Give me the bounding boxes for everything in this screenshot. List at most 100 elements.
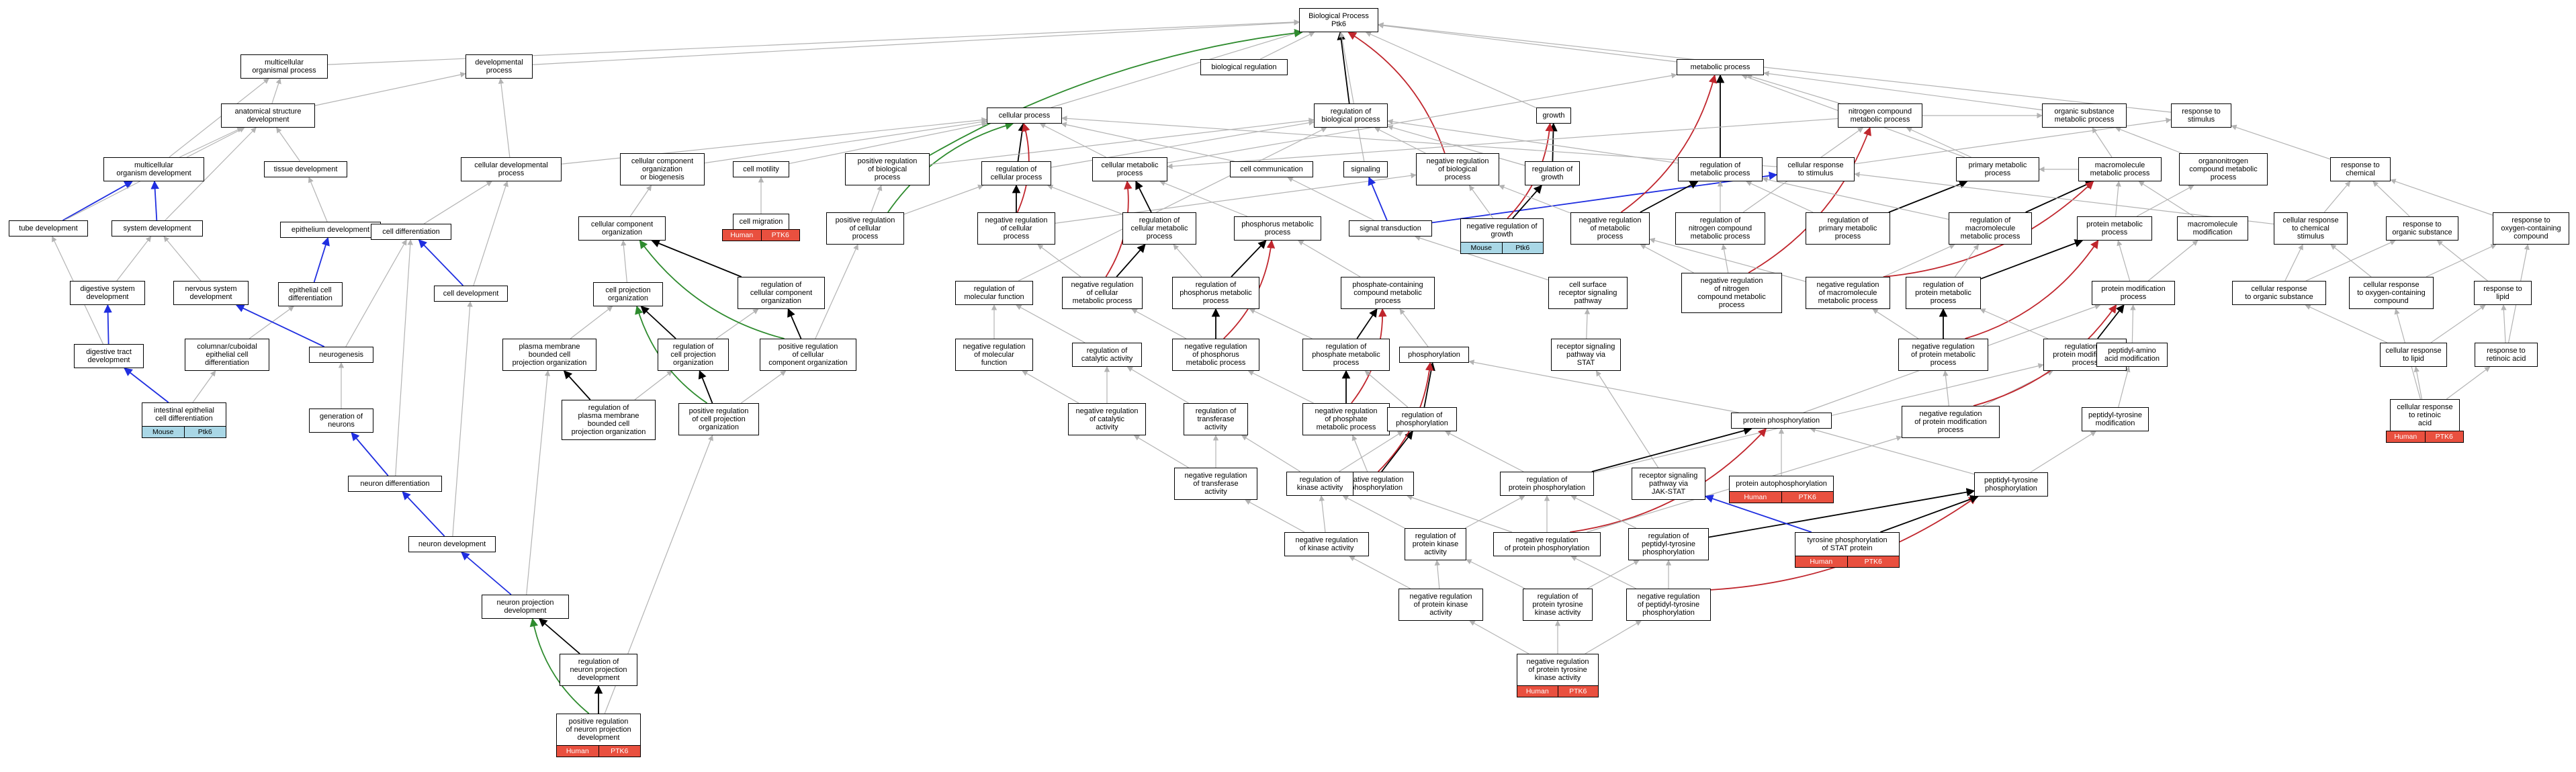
go-term-rpphos[interactable]: regulation of protein phosphorylation — [1500, 472, 1594, 496]
go-term-bioreg[interactable]: biological regulation — [1200, 59, 1288, 75]
go-term-rtc[interactable]: response to chemical — [2330, 157, 2391, 181]
go-term-rtocc[interactable]: response to oxygen-containing compound — [2493, 212, 2569, 245]
go-term-nrpmp[interactable]: negative regulation of phosphate metabol… — [1302, 403, 1390, 435]
go-term-tisd[interactable]: tissue development — [264, 161, 347, 177]
go-term-pccmp[interactable]: phosphate-containing compound metabolic … — [1341, 277, 1435, 309]
go-term-rspjak[interactable]: receptor signaling pathway via JAK-STAT — [1632, 468, 1705, 500]
go-term-genn[interactable]: generation of neurons — [309, 409, 373, 433]
go-term-rcp[interactable]: regulation of cellular process — [981, 161, 1051, 185]
go-term-nrprotmp[interactable]: negative regulation of protein metabolic… — [1898, 339, 1988, 371]
go-term-rptp[interactable]: regulation of peptidyl-tyrosine phosphor… — [1628, 528, 1709, 560]
go-term-rcpo[interactable]: regulation of cell projection organizati… — [658, 339, 729, 371]
go-term-prcp[interactable]: positive regulation of cellular process — [826, 212, 904, 245]
go-term-nrmetp[interactable]: negative regulation of metabolic process — [1570, 212, 1650, 245]
go-term-cdp[interactable]: cellular developmental process — [461, 157, 562, 181]
go-term-nrncmp[interactable]: negative regulation of nitrogen compound… — [1681, 273, 1782, 313]
go-term-ptm[interactable]: peptidyl-tyrosine modification — [2082, 407, 2149, 431]
go-term-nrptp[interactable]: negative regulation of peptidyl-tyrosine… — [1626, 589, 1711, 621]
go-term-rptka[interactable]: regulation of protein tyrosine kinase ac… — [1523, 589, 1593, 621]
go-term-prbp[interactable]: positive regulation of biological proces… — [845, 153, 930, 185]
go-term-phos[interactable]: phosphorylation — [1399, 347, 1469, 363]
go-term-rpmetp[interactable]: regulation of primary metabolic process — [1806, 212, 1890, 245]
go-term-cecd[interactable]: columnar/cuboidal epithelial cell differ… — [185, 339, 269, 371]
go-term-rmmp[interactable]: regulation of macromolecule metabolic pr… — [1949, 212, 2032, 245]
go-term-dtd[interactable]: digestive tract development — [74, 344, 144, 368]
go-term-nrptka[interactable]: negative regulation of protein tyrosine … — [1517, 654, 1599, 686]
go-term-crs[interactable]: cellular response to stimulus — [1777, 157, 1855, 181]
go-term-nrca[interactable]: negative regulation of catalytic activit… — [1068, 403, 1146, 435]
go-term-neudev[interactable]: neuron development — [408, 536, 496, 552]
go-term-neurog[interactable]: neurogenesis — [309, 347, 373, 363]
go-term-rka[interactable]: regulation of kinase activity — [1286, 472, 1353, 496]
go-term-sd[interactable]: system development — [112, 220, 203, 237]
go-term-rg[interactable]: regulation of growth — [1525, 161, 1580, 185]
go-term-npd[interactable]: neuron projection development — [482, 595, 569, 619]
go-term-mod[interactable]: multicellular organism development — [103, 157, 204, 181]
go-term-crtl[interactable]: cellular response to lipid — [2380, 343, 2447, 367]
go-term-celdif[interactable]: cell differentiation — [371, 224, 451, 240]
go-term-rbp[interactable]: regulation of biological process — [1314, 103, 1388, 128]
go-term-nrbp[interactable]: negative regulation of biological proces… — [1416, 153, 1499, 185]
go-term-mmp[interactable]: macromolecule metabolic process — [2078, 157, 2162, 181]
go-term-mmod[interactable]: macromolecule modification — [2177, 216, 2248, 241]
go-term-crtocc[interactable]: cellular response to oxygen-containing c… — [2349, 277, 2434, 309]
go-term-pautoph[interactable]: protein autophosphorylation — [1729, 476, 1834, 492]
go-term-sig[interactable]: signaling — [1343, 161, 1388, 177]
go-term-nsd[interactable]: nervous system development — [173, 281, 249, 305]
go-term-tpstat[interactable]: tyrosine phosphorylation of STAT protein — [1795, 532, 1900, 556]
go-term-ccorg[interactable]: cellular component organization — [578, 216, 666, 241]
go-term-growth[interactable]: growth — [1536, 108, 1571, 124]
go-term-crtra[interactable]: cellular response to retinoic acid — [2390, 399, 2460, 431]
go-term-csrsp[interactable]: cell surface receptor signaling pathway — [1548, 277, 1628, 309]
go-term-nrmf[interactable]: negative regulation of molecular functio… — [955, 339, 1033, 371]
go-term-cmp[interactable]: cellular metabolic process — [1092, 157, 1167, 181]
go-term-rcmp[interactable]: regulation of cellular metabolic process — [1122, 212, 1196, 245]
go-term-ccob[interactable]: cellular component organization or bioge… — [620, 153, 705, 185]
go-term-crcs[interactable]: cellular response to chemical stimulus — [2274, 212, 2348, 245]
go-term-nrpka[interactable]: negative regulation of protein kinase ac… — [1398, 589, 1483, 621]
go-term-protmp[interactable]: protein metabolic process — [2077, 216, 2152, 241]
go-term-ncmp[interactable]: nitrogen compound metabolic process — [1838, 103, 1922, 128]
go-term-td[interactable]: tube development — [9, 220, 88, 237]
go-term-rtos[interactable]: response to organic substance — [2386, 216, 2458, 241]
go-term-cp[interactable]: cellular process — [987, 108, 1062, 124]
go-term-osmp[interactable]: organic substance metabolic process — [2042, 103, 2127, 128]
go-term-cpo[interactable]: cell projection organization — [593, 282, 663, 306]
go-term-cmig[interactable]: cell migration — [733, 214, 789, 230]
go-term-neud[interactable]: neuron differentiation — [348, 476, 442, 492]
go-term-rncmp[interactable]: regulation of nitrogen compound metaboli… — [1675, 212, 1765, 245]
go-term-rmf[interactable]: regulation of molecular function — [955, 281, 1033, 305]
go-term-nrpmod[interactable]: negative regulation of protein modificat… — [1902, 406, 2000, 438]
go-term-rpka[interactable]: regulation of protein kinase activity — [1405, 528, 1466, 560]
go-term-pmp[interactable]: primary metabolic process — [1956, 157, 2039, 181]
go-term-ccomm[interactable]: cell communication — [1230, 161, 1313, 177]
go-term-rtl[interactable]: response to lipid — [2474, 281, 2532, 305]
go-term-iecd[interactable]: intestinal epithelial cell differentiati… — [142, 402, 226, 427]
go-term-rtra[interactable]: response to retinoic acid — [2475, 343, 2538, 367]
go-term-rphmp[interactable]: regulation of phosphorus metabolic proce… — [1172, 277, 1259, 309]
go-term-prnpd[interactable]: positive regulation of neuron projection… — [556, 714, 641, 746]
go-term-epcd[interactable]: epithelial cell differentiation — [278, 282, 343, 306]
go-term-pphos[interactable]: protein phosphorylation — [1731, 413, 1832, 429]
go-term-rpmp[interactable]: regulation of phosphate metabolic proces… — [1302, 339, 1390, 371]
go-term-metp[interactable]: metabolic process — [1677, 59, 1764, 75]
go-term-nrka[interactable]: negative regulation of kinase activity — [1284, 532, 1369, 556]
go-term-mcop[interactable]: multicellular organismal process — [240, 54, 328, 79]
go-term-nrcp[interactable]: negative regulation of cellular process — [977, 212, 1055, 245]
go-term-st[interactable]: signal transduction — [1349, 220, 1432, 237]
go-term-devp[interactable]: developmental process — [465, 54, 533, 79]
go-term-rnpd[interactable]: regulation of neuron projection developm… — [560, 654, 637, 686]
go-term-nrta[interactable]: negative regulation of transferase activ… — [1174, 468, 1257, 500]
go-term-phmp[interactable]: phosphorus metabolic process — [1234, 216, 1321, 241]
go-term-prccorg[interactable]: positive regulation of cellular componen… — [760, 339, 856, 371]
go-term-nrmmp[interactable]: negative regulation of macromolecule met… — [1806, 277, 1890, 309]
go-term-onmp[interactable]: organonitrogen compound metabolic proces… — [2179, 153, 2268, 185]
go-term-rts[interactable]: response to stimulus — [2171, 103, 2231, 128]
go-term-ptp[interactable]: peptidyl-tyrosine phosphorylation — [1974, 472, 2048, 497]
go-term-rmetp[interactable]: regulation of metabolic process — [1678, 157, 1763, 181]
go-term-nrphmp[interactable]: negative regulation of phosphorus metabo… — [1172, 339, 1259, 371]
go-term-celdev[interactable]: cell development — [434, 286, 508, 302]
go-term-paam[interactable]: peptidyl-amino acid modification — [2096, 343, 2168, 367]
go-term-nrcmp[interactable]: negative regulation of cellular metaboli… — [1062, 277, 1143, 309]
go-term-pmbcp[interactable]: plasma membrane bounded cell projection … — [502, 339, 596, 371]
